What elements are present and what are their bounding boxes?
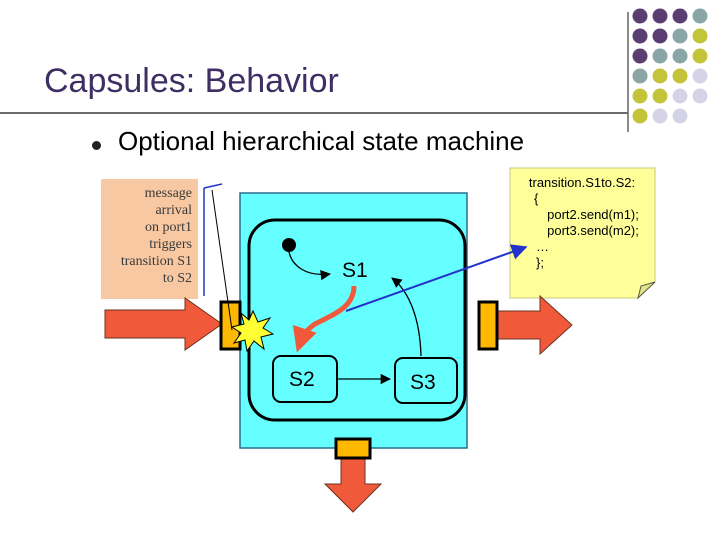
state-s1 xyxy=(334,254,379,284)
capsule xyxy=(239,192,468,449)
state-s1-label: S1 xyxy=(342,259,368,282)
bullet-text: Optional hierarchical state machine xyxy=(118,126,525,156)
transition-code-text: transition.S1to.S2: { port2.send(m1); po… xyxy=(508,175,656,271)
output-arrow-bottom xyxy=(323,457,383,513)
port3 xyxy=(334,437,372,460)
dot-row-2 xyxy=(632,28,708,44)
note-line: arrival xyxy=(155,203,192,218)
note-line: transition S1 xyxy=(120,254,192,269)
dot-row-4 xyxy=(632,68,708,84)
dot-row-1 xyxy=(632,8,708,24)
bullet-icon xyxy=(92,141,101,150)
output-arrow-right xyxy=(496,294,573,356)
dot-row-3 xyxy=(632,48,708,64)
initial-transition xyxy=(288,251,332,281)
input-arrow xyxy=(104,297,223,351)
code-line: … xyxy=(536,239,549,254)
initial-state xyxy=(282,238,296,252)
state-s3-label: S3 xyxy=(410,371,436,394)
note-pointer-line xyxy=(203,183,223,189)
vertical-rule xyxy=(627,12,629,132)
dot-row-6 xyxy=(632,108,688,124)
title-rule xyxy=(0,112,628,114)
slide-title: Capsules: Behavior xyxy=(44,62,339,100)
note-line: message xyxy=(144,186,192,201)
transition-to-note-line xyxy=(345,244,528,312)
message-arrival-note: message arrival on port1 triggers transi… xyxy=(101,179,198,299)
port1-pointer-line xyxy=(211,189,233,331)
dot-row-5 xyxy=(632,88,708,104)
note-line: on port1 xyxy=(144,220,192,235)
code-line: port2.send(m1); xyxy=(547,207,639,222)
transition-s1-s2 xyxy=(292,285,357,353)
code-line: }; xyxy=(536,255,544,270)
code-line: port3.send(m2); xyxy=(547,223,639,238)
code-line: transition.S1to.S2: xyxy=(528,175,636,190)
note-fold-corner xyxy=(637,281,656,300)
trigger-burst-icon xyxy=(230,309,275,353)
port2 xyxy=(477,300,499,351)
state-s3 xyxy=(394,357,458,404)
code-line: { xyxy=(534,191,539,206)
note-line: triggers xyxy=(149,237,192,252)
note-line: to S2 xyxy=(162,271,192,286)
state-s2-label: S2 xyxy=(289,368,315,391)
transition-s3-s1 xyxy=(391,277,422,357)
